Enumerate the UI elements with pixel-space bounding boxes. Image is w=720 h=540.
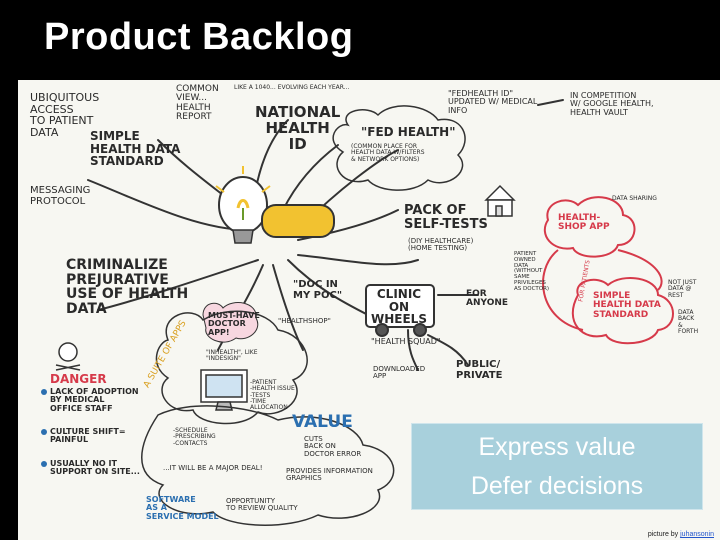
- note-software-service: Software as a service model: [146, 496, 219, 521]
- note-clinic-on-wheels: Clinic on wheels: [371, 288, 427, 326]
- note-data-sharing: Data sharing: [612, 196, 657, 202]
- note-competition: In competition w/ Google Health, health …: [570, 92, 654, 117]
- note-inhealth: "inHealth", like "inDesign": [206, 350, 258, 363]
- note-simple-standard-2: Simple health data standard: [593, 292, 661, 320]
- note-danger: Danger: [50, 373, 107, 386]
- note-doc-in-poc: "Doc in my POC": [293, 280, 342, 301]
- note-schedule: -Schedule -Prescribing -Contacts: [173, 428, 216, 447]
- note-provides-info: Provides information graphics: [286, 468, 373, 483]
- note-simple-standard: Simple health data standard: [90, 130, 180, 168]
- credit-link[interactable]: juhansonin: [680, 531, 714, 538]
- credit-prefix: picture by: [648, 531, 680, 538]
- note-opportunity: Opportunity to review quality: [226, 498, 298, 513]
- note-downloaded-app: Downloaded app: [373, 366, 425, 381]
- note-it-will-be: ...it will be a major deal!: [163, 465, 263, 472]
- note-patient-owned: Patient owned data (without same privile…: [514, 252, 549, 292]
- note-healthshop-app: Health- shop app: [558, 214, 610, 233]
- note-pack-self-tests: Pack of self-tests: [404, 204, 488, 231]
- slide-title: Product Backlog: [44, 16, 353, 59]
- note-cuts-back: Cuts back on doctor error: [304, 436, 361, 458]
- note-lack-adoption: Lack of adoption by medical office staff: [50, 388, 139, 413]
- note-must-have: Must-have doctor app!: [208, 312, 260, 337]
- photo-credit: picture by juhansonin: [648, 531, 714, 538]
- callout-line-express-value: Express value: [478, 428, 635, 467]
- note-health-squad: "Health squad": [371, 338, 441, 346]
- callout-line-defer-decisions: Defer decisions: [471, 467, 643, 506]
- note-messaging: Messaging protocol: [30, 186, 90, 207]
- callout-box: Express value Defer decisions: [411, 423, 703, 510]
- note-not-just-data: Not just data @ rest: [668, 280, 696, 299]
- note-common-view: Common view... health report: [176, 85, 219, 123]
- note-value: Value: [292, 414, 353, 432]
- note-public-private: Public/ private: [456, 360, 502, 381]
- note-usually-no-it: Usually no IT support on site...: [50, 460, 140, 477]
- note-like-1040: like a 1040... evolving each year...: [234, 85, 349, 91]
- note-healthshop: "Healthshop": [278, 318, 331, 325]
- note-culture-shift: Culture shift= painful: [50, 428, 126, 445]
- note-ubiquitous: Ubiquitous access to patient data: [30, 92, 99, 138]
- note-criminalize: Criminalize prejurative use of health da…: [66, 258, 188, 317]
- note-app-features: -Patient -Health issue -Tests -Time allo…: [250, 380, 295, 411]
- note-data-back: Data back & forth: [678, 310, 698, 335]
- note-for-anyone: For anyone: [466, 290, 508, 309]
- note-fedhealth-id: "Fedhealth ID" updated w/ medical info: [448, 90, 537, 115]
- note-diy: (DIY healthcare) (home testing): [408, 238, 473, 253]
- note-common-place: (common place for health data w/filters …: [351, 144, 425, 163]
- note-national-id: National health ID: [255, 105, 340, 152]
- note-fed-health: "Fed health": [361, 126, 455, 139]
